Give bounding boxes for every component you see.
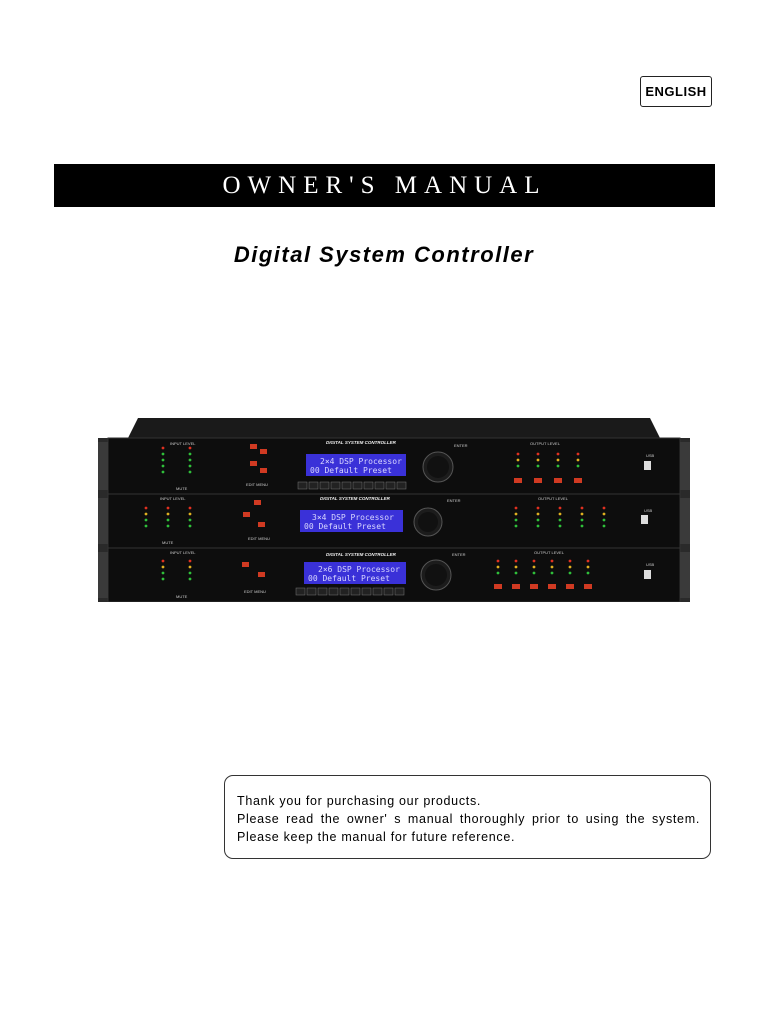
nav-buttons bbox=[242, 562, 265, 577]
panel-label: DIGITAL SYSTEM CONTROLLER bbox=[326, 440, 397, 445]
lcd-display bbox=[304, 562, 406, 584]
manual-title: OWNER'S MANUAL bbox=[222, 171, 547, 199]
output-meter bbox=[514, 452, 582, 483]
mute-label: MUTE bbox=[162, 540, 174, 545]
edit-menu-label: EDIT MENU bbox=[246, 482, 268, 487]
usb-port bbox=[644, 461, 651, 470]
usb-port bbox=[644, 570, 651, 579]
product-subtitle: Digital System Controller bbox=[233, 242, 535, 267]
usb-label: USB bbox=[644, 508, 653, 513]
output-level-label: OUTPUT LEVEL bbox=[530, 441, 561, 446]
notice-line-keep-manual: Please keep the manual for future refere… bbox=[237, 830, 516, 844]
manual-title-bar: OWNER'S MANUAL bbox=[54, 164, 715, 207]
nav-buttons bbox=[243, 500, 265, 527]
lcd-line-2: 00 Default Preset bbox=[310, 466, 392, 475]
rack-unit: INPUT LEVEL MUTE EDIT MENU DIGITAL SYSTE… bbox=[98, 418, 690, 495]
lcd-line-2: 00 Default Preset bbox=[308, 574, 390, 583]
input-level-label: INPUT LEVEL bbox=[170, 550, 196, 555]
enter-label: ENTER bbox=[452, 552, 466, 557]
enter-label: ENTER bbox=[447, 498, 461, 503]
panel-label: DIGITAL SYSTEM CONTROLLER bbox=[326, 552, 397, 557]
led-meter bbox=[144, 506, 192, 528]
output-level-label: OUTPUT LEVEL bbox=[534, 550, 565, 555]
lcd-line-2: 00 Default Preset bbox=[304, 522, 386, 531]
input-level-label: INPUT LEVEL bbox=[170, 441, 196, 446]
notice-box: Thank you for purchasing our products. P… bbox=[224, 775, 711, 859]
rack-unit: INPUT LEVEL MUTE EDIT MENU DIGITAL SYSTE… bbox=[98, 493, 690, 549]
lcd-line-1: 2×4 DSP Processor bbox=[320, 457, 402, 466]
usb-port bbox=[641, 515, 648, 524]
mute-label: MUTE bbox=[176, 594, 188, 599]
function-buttons bbox=[297, 481, 407, 490]
lcd-display bbox=[306, 454, 406, 476]
output-meter bbox=[514, 506, 606, 528]
rack-unit: INPUT LEVEL MUTE EDIT MENU DIGITAL SYSTE… bbox=[98, 547, 690, 602]
panel-label: DIGITAL SYSTEM CONTROLLER bbox=[320, 496, 391, 501]
led-meter bbox=[161, 559, 192, 581]
function-buttons bbox=[295, 587, 405, 596]
lcd-line-1: 2×6 DSP Processor bbox=[318, 565, 400, 574]
usb-label: USB bbox=[646, 562, 655, 567]
mute-label: MUTE bbox=[176, 486, 188, 491]
nav-buttons bbox=[250, 444, 267, 473]
notice-line-read-manual: Please read the owner' s manual thorough… bbox=[237, 812, 700, 826]
output-level-label: OUTPUT LEVEL bbox=[538, 496, 569, 501]
lcd-display bbox=[300, 510, 403, 532]
input-level-label: INPUT LEVEL bbox=[160, 496, 186, 501]
notice-line-thanks: Thank you for purchasing our products. bbox=[237, 794, 482, 808]
edit-menu-label: EDIT MENU bbox=[244, 589, 266, 594]
usb-label: USB bbox=[646, 453, 655, 458]
edit-menu-label: EDIT MENU bbox=[248, 536, 270, 541]
output-meter bbox=[494, 559, 592, 589]
lcd-line-1: 3×4 DSP Processor bbox=[312, 513, 394, 522]
led-meter bbox=[161, 446, 192, 474]
enter-label: ENTER bbox=[454, 443, 468, 448]
language-badge: ENGLISH bbox=[640, 76, 712, 107]
product-image: INPUT LEVEL MUTE EDIT MENU DIGITAL SYSTE… bbox=[98, 418, 690, 602]
